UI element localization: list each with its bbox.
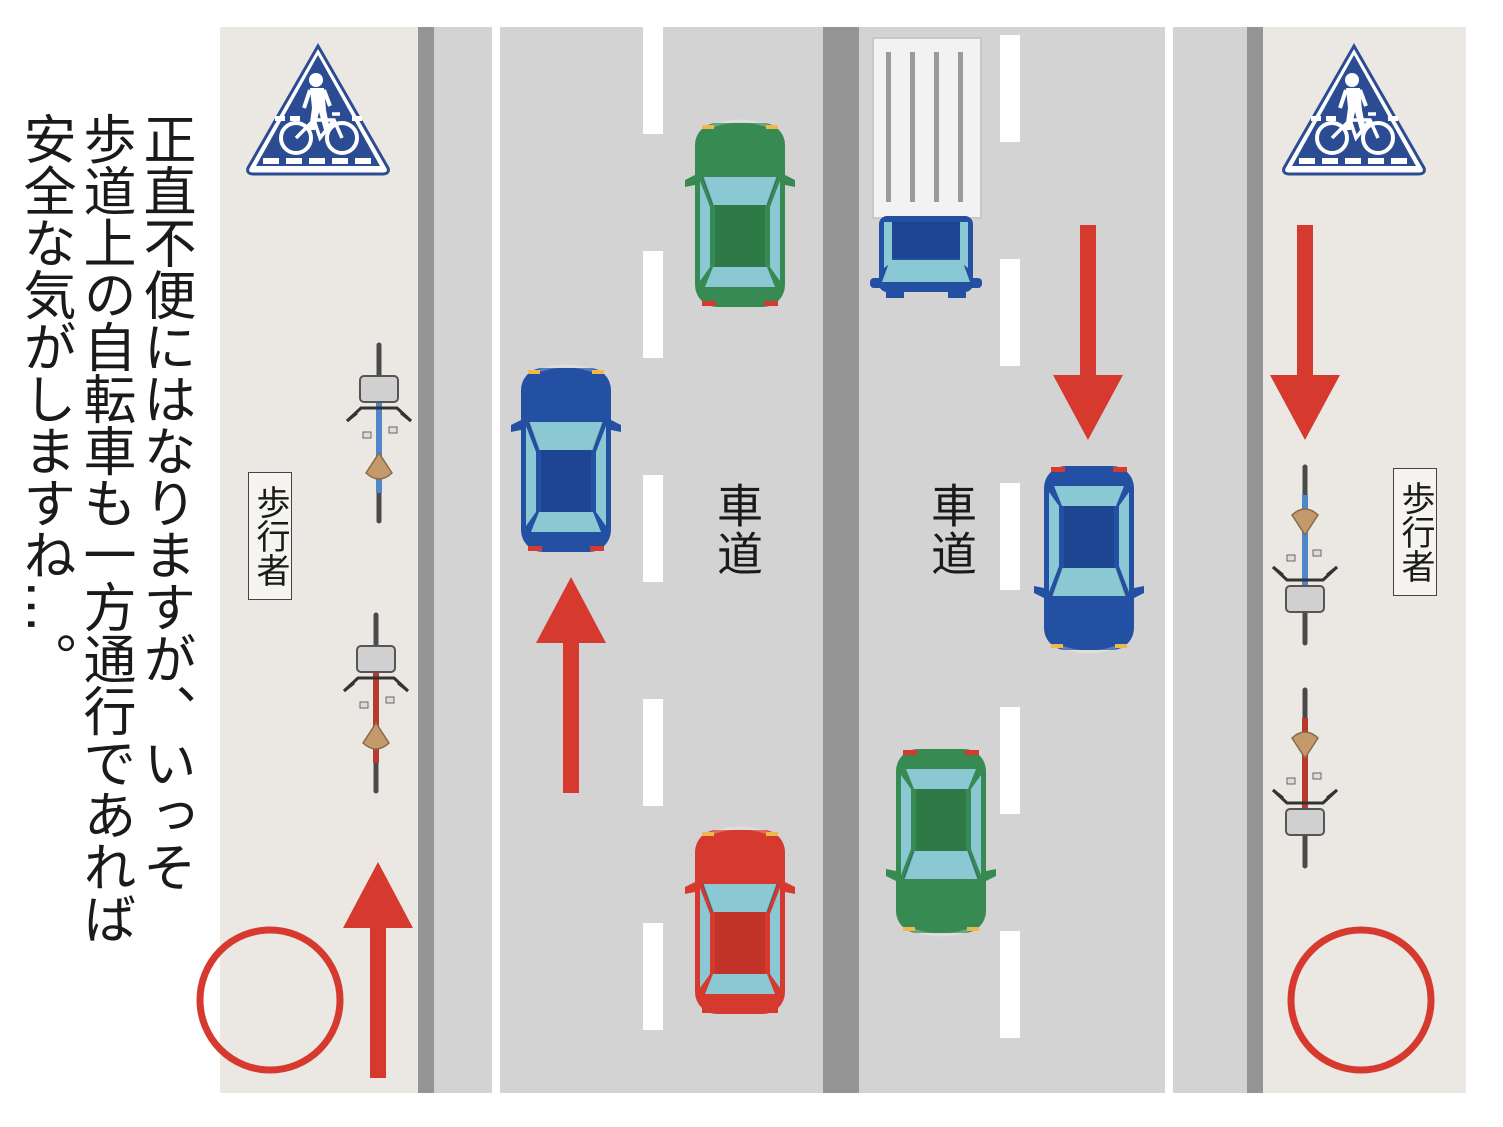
left-curb: [418, 27, 434, 1093]
car-blue: [1032, 464, 1146, 654]
right-curb: [1247, 27, 1263, 1093]
left-lane-dashes: [643, 27, 663, 1030]
caption-line-2: 歩道上の自転車も一方通行であれば: [75, 112, 136, 944]
car-green: [683, 119, 797, 309]
red-circle-icon: [196, 926, 344, 1074]
up-arrow-icon: [536, 577, 606, 793]
down-arrow-icon: [1053, 225, 1123, 440]
car-red: [683, 826, 797, 1016]
caption-line-3: 安全な気がしますね…。: [15, 112, 76, 684]
truck: [870, 37, 982, 298]
up-arrow-icon: [343, 862, 413, 1078]
roadway-label-right: 車道: [924, 482, 978, 578]
down-arrow-icon: [1270, 225, 1340, 440]
center-median: [823, 27, 859, 1093]
caption: 正直不便にはなりますが、いっそ 歩道上の自転車も一方通行であれば 安全な気がしま…: [15, 112, 196, 944]
roadway-label-left: 車道: [710, 482, 764, 578]
caption-line-1: 正直不便にはなりますが、いっそ: [135, 112, 196, 892]
right-shoulder: [1173, 27, 1247, 1093]
left-shoulder: [434, 27, 492, 1093]
red-circle-icon: [1287, 926, 1435, 1074]
car-blue: [509, 364, 623, 554]
pedestrian-label-right: 歩行者: [1393, 468, 1437, 596]
pedestrian-label-left: 歩行者: [248, 472, 292, 600]
car-green: [884, 747, 998, 937]
right-lane-dashes: [1000, 35, 1020, 1038]
